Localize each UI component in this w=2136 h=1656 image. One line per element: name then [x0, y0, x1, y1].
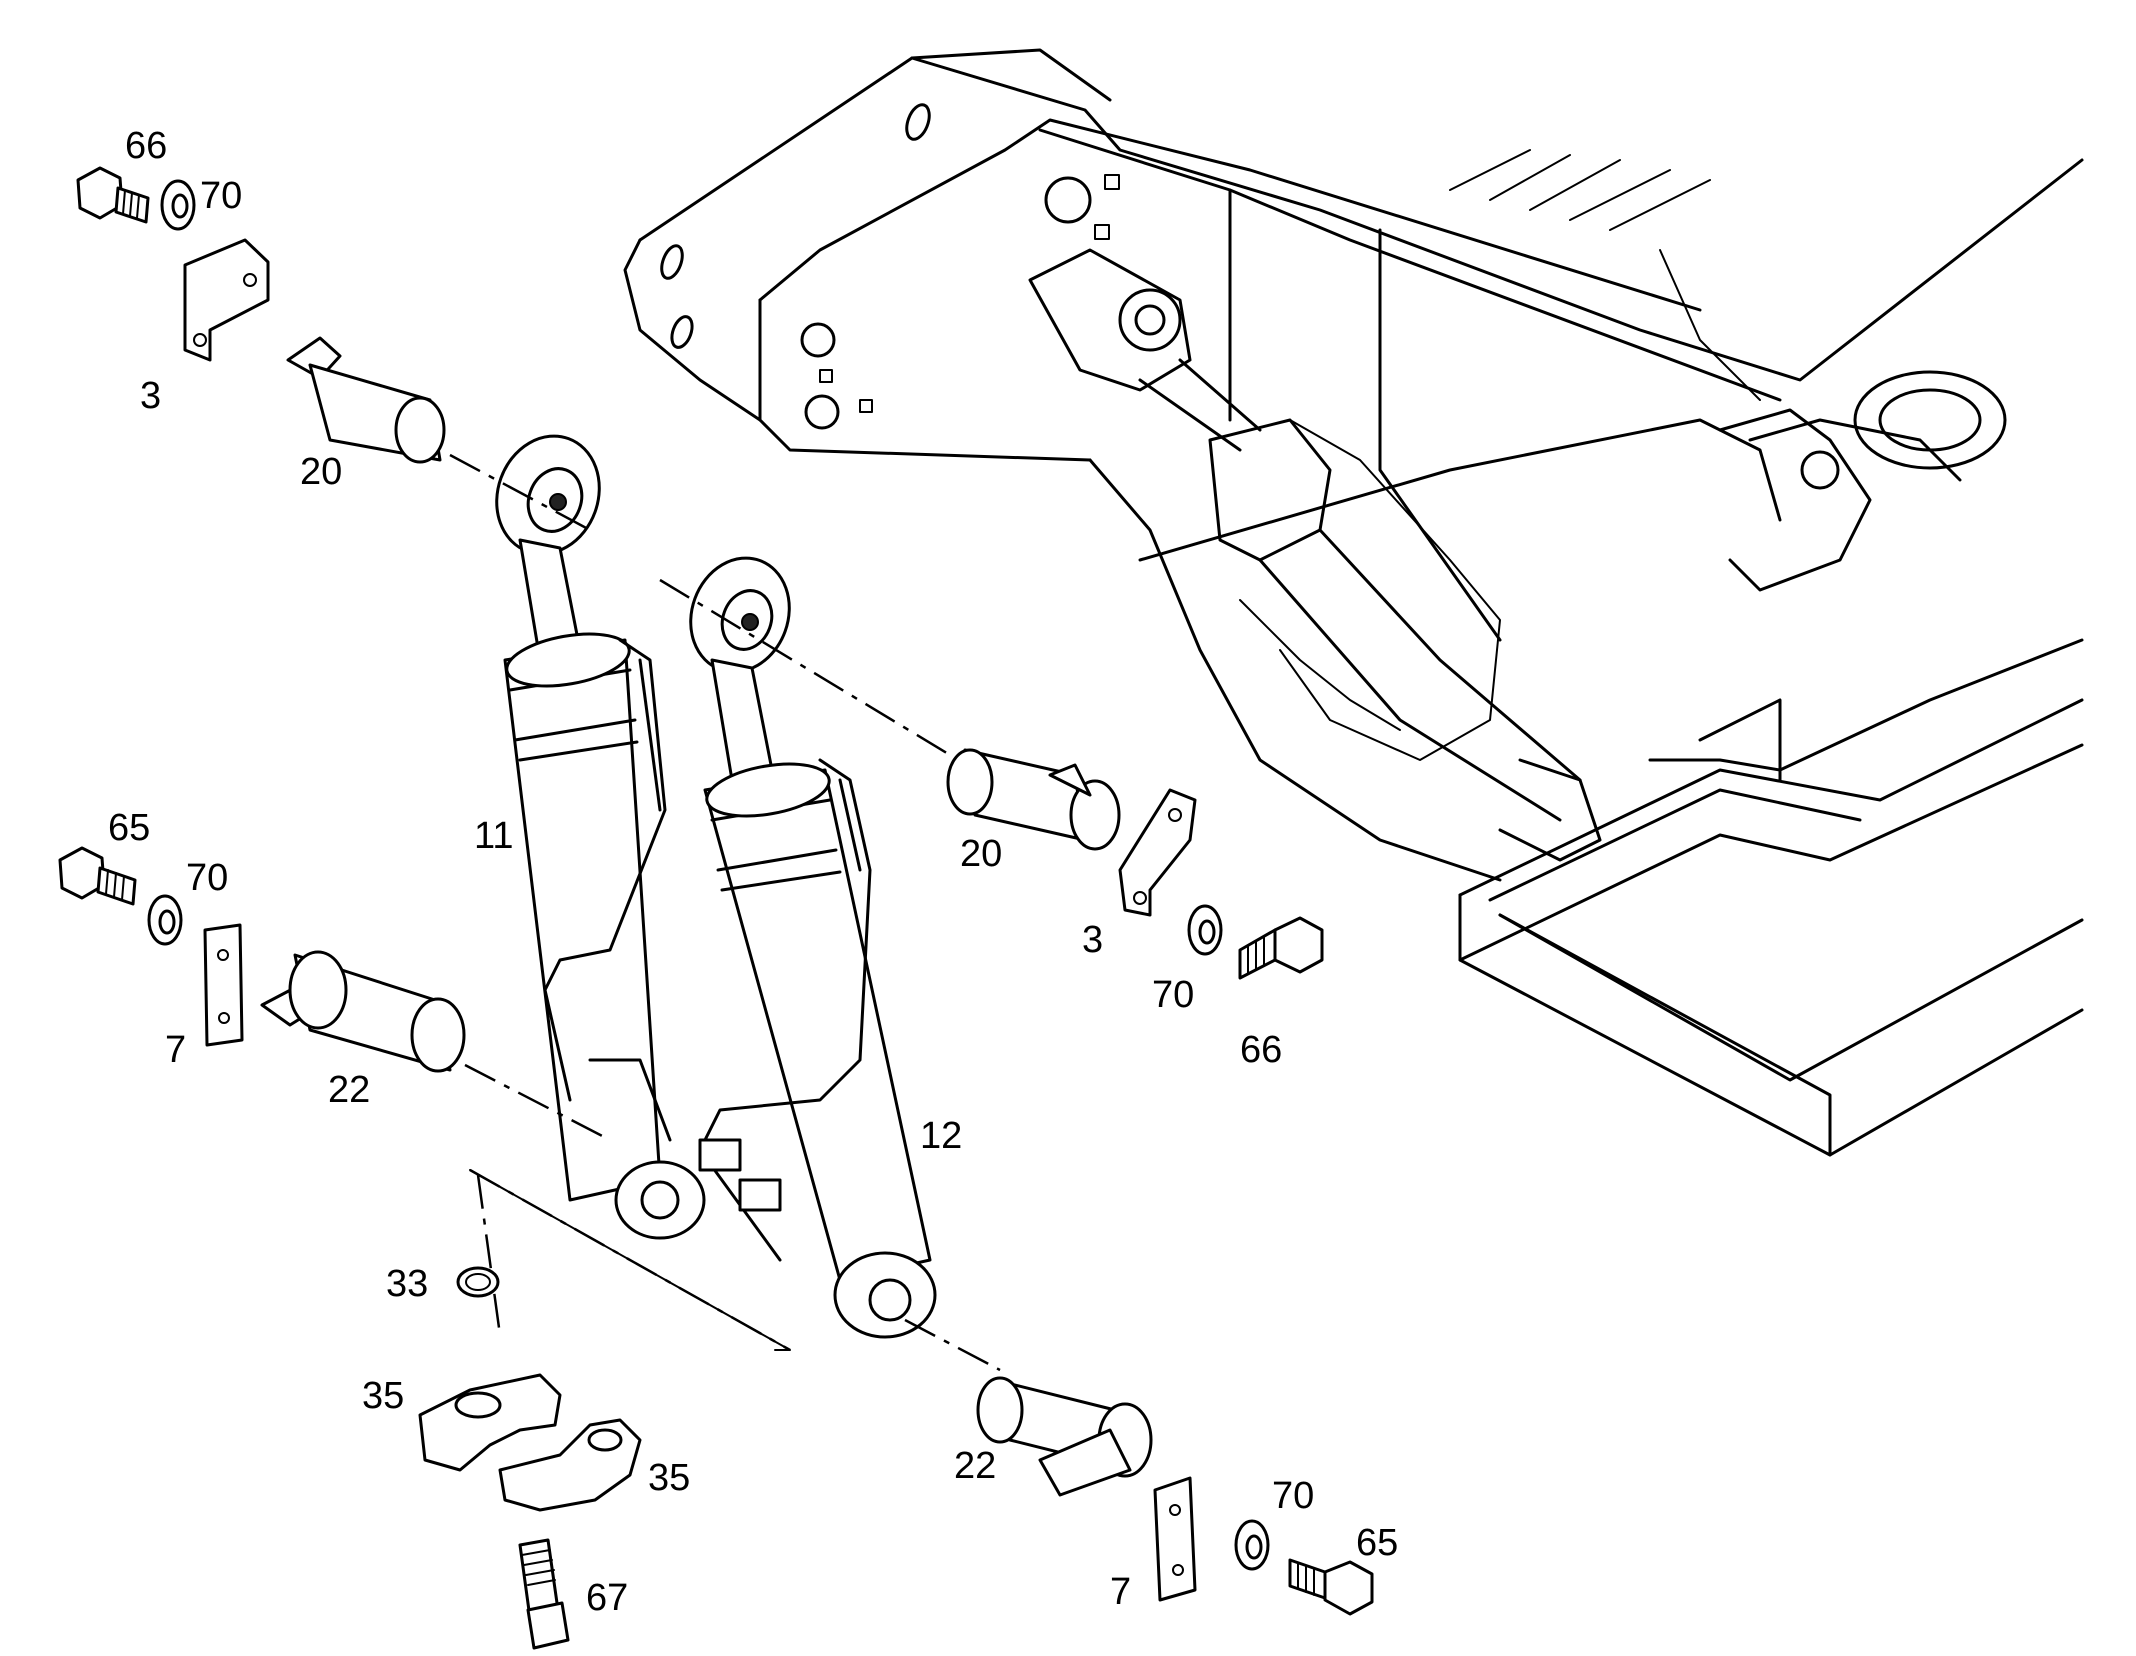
callout-70-right: 70	[1152, 974, 1194, 1016]
pin-20-right	[946, 748, 1121, 851]
machine-frame	[623, 48, 2084, 1157]
callout-65-left: 65	[108, 807, 150, 849]
half-flange-35-lower	[498, 1418, 642, 1512]
callout-67: 67	[586, 1577, 628, 1619]
plate-7-right	[1153, 1476, 1197, 1602]
callout-22-left: 22	[328, 1069, 370, 1111]
callout-7-left: 7	[165, 1029, 186, 1071]
callout-70-bottom: 70	[1272, 1475, 1314, 1517]
washer-70-right	[1187, 904, 1223, 956]
callout-33: 33	[386, 1263, 428, 1305]
plate-3-top	[183, 238, 270, 362]
washer-70-bottom	[1234, 1519, 1270, 1571]
callout-35-lower: 35	[648, 1457, 690, 1499]
callout-20-right: 20	[960, 833, 1002, 875]
reference-plane	[469, 1169, 791, 1351]
cap-screw-67	[518, 1538, 570, 1650]
pin-22-right	[976, 1376, 1153, 1497]
washer-70-left	[147, 894, 183, 946]
callout-70-top: 70	[200, 175, 242, 217]
callout-20-top: 20	[300, 451, 342, 493]
half-flange-35-upper	[418, 1373, 562, 1472]
callout-65-bottom: 65	[1356, 1522, 1398, 1564]
bolt-66-top	[76, 166, 150, 224]
callout-12: 12	[920, 1115, 962, 1157]
callout-66-right: 66	[1240, 1029, 1282, 1071]
callout-7-right: 7	[1110, 1571, 1131, 1613]
callout-66-top: 66	[125, 125, 167, 167]
callout-35-upper: 35	[362, 1375, 404, 1417]
callout-70-left: 70	[186, 857, 228, 899]
callout-11: 11	[474, 815, 513, 857]
part-callouts: 66 70 3 20 65 70 7 22 11 12 20 3 70 66 3…	[108, 125, 1398, 1619]
assembly-axis-lines	[449, 453, 1001, 1372]
pin-22-left	[260, 950, 466, 1073]
plate-7-left	[203, 923, 244, 1047]
callout-3-right: 3	[1082, 919, 1103, 961]
bolt-65-bottom	[1288, 1558, 1374, 1616]
o-ring-33	[456, 1266, 500, 1298]
hydraulic-cylinder-11	[495, 434, 706, 1240]
hydraulic-cylinder-12	[689, 556, 937, 1339]
plate-3-right	[1118, 788, 1197, 917]
washer-70-top	[160, 179, 196, 231]
installed-lift-cylinder	[1028, 248, 1602, 862]
bolt-66-right	[1238, 916, 1324, 980]
callout-3-top: 3	[140, 375, 161, 417]
pin-20-top	[286, 336, 446, 464]
bolt-65-left	[58, 846, 137, 906]
callout-22-right: 22	[954, 1445, 996, 1487]
